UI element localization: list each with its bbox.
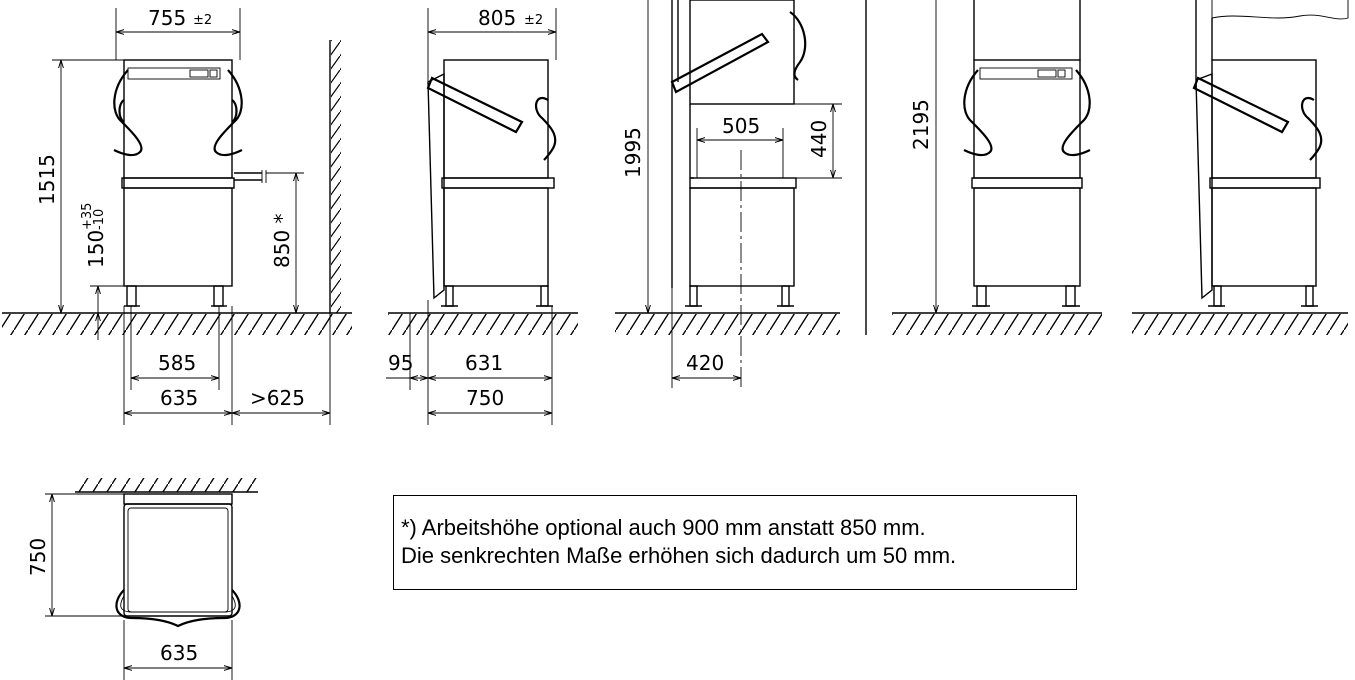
dim-open-height: 1995 [621,127,645,178]
floor-hatch-front [2,312,352,335]
dim-side-depth-top: 805 [478,6,516,30]
dim-open-420: 420 [686,351,724,375]
side-view-open: 1995 505 440 420 [615,0,842,390]
dim-side-631: 631 [465,351,503,375]
front-view-open: 2195 [892,0,1102,335]
dim-open-front-height: 2195 [909,99,933,150]
dim-front-leg-height: 150 [84,230,108,268]
wall-hatch [329,40,341,313]
dim-front-leg-tol-plus: +35 [80,203,95,230]
dim-plan-width: 635 [160,641,198,665]
dim-side-750: 750 [466,386,504,410]
dim-front-height: 1515 [35,154,59,205]
front-view: 755 ±2 1515 150 +35 -10 850 * 585 635 >6… [2,6,352,425]
footnote-box: *) Arbeitshöhe optional auch 900 mm anst… [393,495,1077,590]
dim-front-wall-clearance: >625 [250,386,305,410]
dim-side-95: 95 [388,351,413,375]
side-view: 805 ±2 95 631 750 [386,6,578,425]
dim-plan-depth: 750 [26,538,50,576]
dim-front-width-top: 755 [148,6,186,30]
dim-front-leg-tol-minus: -10 [92,209,107,230]
side-view-right [1132,0,1349,335]
dim-open-clearance-height: 440 [807,120,831,158]
dim-front-width-tol: ±2 [193,13,212,28]
plan-view: 750 635 [26,478,258,680]
dim-side-depth-tol: ±2 [524,13,543,28]
dim-front-635: 635 [160,386,198,410]
dim-front-585: 585 [158,351,196,375]
dim-open-clearance-width: 505 [722,114,760,138]
dim-front-work-height: 850 * [270,213,294,268]
footnote-line-1: *) Arbeitshöhe optional auch 900 mm anst… [401,515,926,540]
footnote-line-2: Die senkrechten Maße erhöhen sich dadurc… [401,543,957,568]
